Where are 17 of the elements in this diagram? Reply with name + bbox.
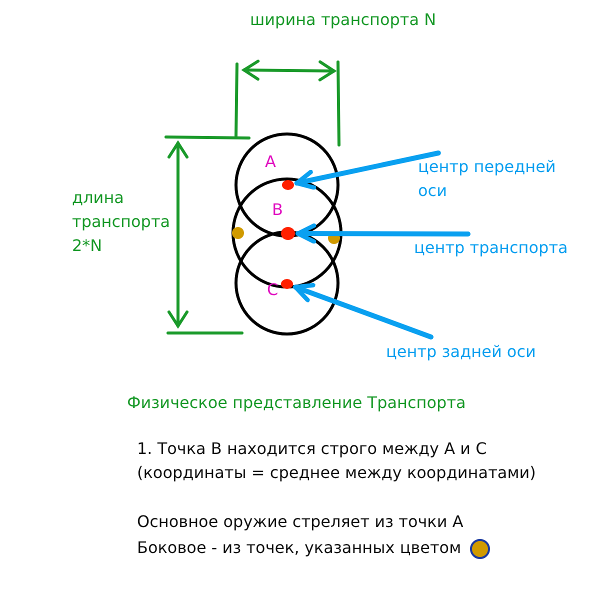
note-text: 1. Точка B находится строго между A и C (координаты = среднее между координатами) (137, 438, 537, 484)
point-letter: B (272, 201, 283, 219)
center-point-dot (282, 180, 294, 190)
note-text: Основное оружие стреляет из точки A (137, 511, 464, 533)
center-point-dot (281, 279, 293, 289)
callout-text: центр транспорта (414, 236, 594, 260)
arrow (294, 150, 441, 190)
arrow (296, 223, 470, 244)
note-text: Боковое - из точек, указанных цветом (137, 537, 462, 559)
point-letter: A (265, 153, 276, 171)
dimension-label: ширина транспорта N (250, 9, 436, 31)
arrow (292, 282, 434, 340)
center-point-dot (281, 227, 295, 240)
callout-text: центр передней оси (418, 155, 588, 203)
dimension-label: длина транспорта 2*N (72, 187, 172, 257)
callout-text: центр задней оси (386, 340, 566, 364)
caption: Физическое представление Транспорта (127, 392, 466, 414)
